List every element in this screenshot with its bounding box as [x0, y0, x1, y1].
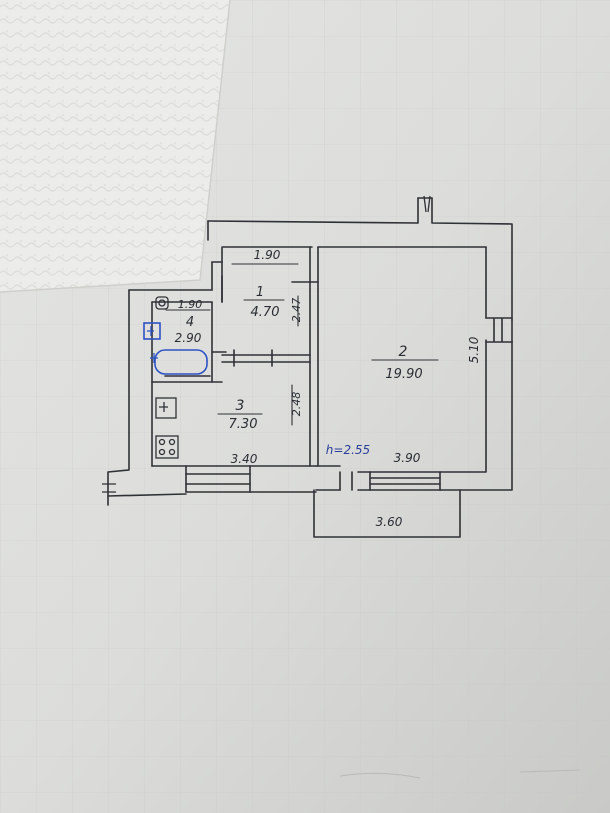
stove-icon — [155, 435, 179, 459]
faint-marks — [339, 769, 581, 779]
dimension-bathroom-top: 1.90 — [178, 298, 203, 311]
entrance-marks — [102, 195, 431, 493]
toilet-icon — [155, 296, 169, 310]
dimension-lines — [165, 263, 439, 426]
walls — [107, 197, 513, 538]
room-2-area: 19.90 — [385, 367, 422, 382]
bathroom-sink-icon — [143, 322, 161, 340]
room-3-number: 3 — [236, 398, 245, 414]
bathtub-icon — [154, 349, 208, 375]
tissue-paper — [0, 0, 230, 292]
dimension-kitchen-side: 2.48 — [290, 392, 303, 417]
ceiling-height: h=2.55 — [326, 443, 370, 457]
room-4-number: 4 — [186, 315, 194, 330]
room-1-number: 1 — [256, 285, 264, 300]
room-4-area: 2.90 — [175, 331, 202, 345]
kitchen-sink-icon — [155, 397, 177, 419]
dimension-kitchen-bottom: 3.40 — [231, 452, 258, 466]
fixtures — [143, 296, 208, 459]
dimension-balcony: 3.60 — [376, 515, 403, 529]
room-1-area: 4.70 — [251, 305, 280, 320]
room-3-area: 7.30 — [229, 417, 258, 432]
dimension-corridor-top: 1.90 — [254, 248, 281, 262]
room-2-number: 2 — [399, 344, 408, 360]
dimension-corridor-side: 2.47 — [290, 298, 303, 323]
dimension-room-bottom: 3.90 — [394, 451, 421, 465]
dimension-room-right: 5.10 — [467, 336, 481, 363]
